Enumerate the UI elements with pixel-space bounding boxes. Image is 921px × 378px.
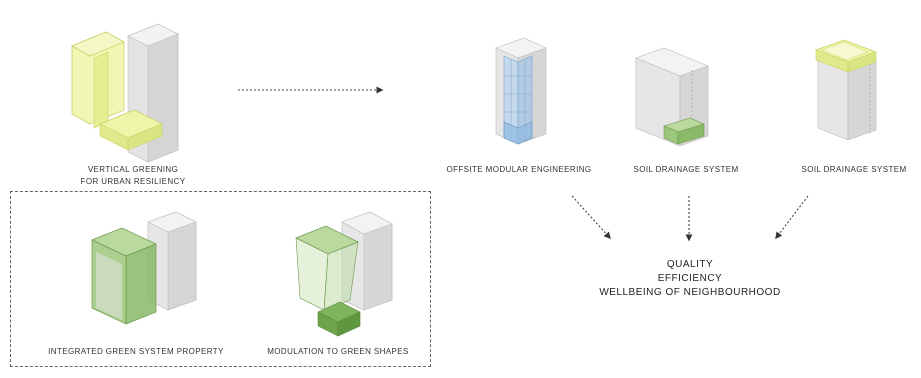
arrow-from-modular	[571, 195, 611, 240]
dashed-group-box	[10, 191, 431, 367]
label-soil-drainage-1: SOIL DRAINAGE SYSTEM	[633, 165, 739, 174]
label-integrated-green: INTEGRATED GREEN SYSTEM PROPERTY	[48, 347, 224, 356]
label-offsite-modular: OFFSITE MODULAR ENGINEERING	[446, 165, 592, 174]
outcome-efficiency: EFFICIENCY	[657, 273, 723, 284]
block-integrated-green	[91, 211, 197, 325]
outcome-quality: QUALITY	[666, 259, 714, 270]
block-modulation	[295, 211, 393, 337]
outcome-wellbeing: WELLBEING OF NEIGHBOURHOOD	[599, 287, 781, 298]
block-vertical-greening	[71, 23, 179, 163]
label-soil-drainage-2: SOIL DRAINAGE SYSTEM	[801, 165, 907, 174]
outcome-block: QUALITY EFFICIENCY WELLBEING OF NEIGHBOU…	[560, 258, 820, 300]
arrow-from-drainage-2	[775, 195, 809, 240]
block-soil-drainage-2	[814, 39, 878, 141]
label-vertical-greening-line2: FOR URBAN RESILIENCY	[80, 177, 186, 186]
label-vertical-greening: VERTICAL GREENING FOR URBAN RESILIENCY	[68, 164, 198, 188]
label-modulation-shapes: MODULATION TO GREEN SHAPES	[267, 347, 409, 356]
block-offsite-modular	[495, 37, 547, 145]
block-soil-drainage-1	[635, 47, 709, 147]
label-vertical-greening-line1: VERTICAL GREENING	[87, 165, 179, 174]
